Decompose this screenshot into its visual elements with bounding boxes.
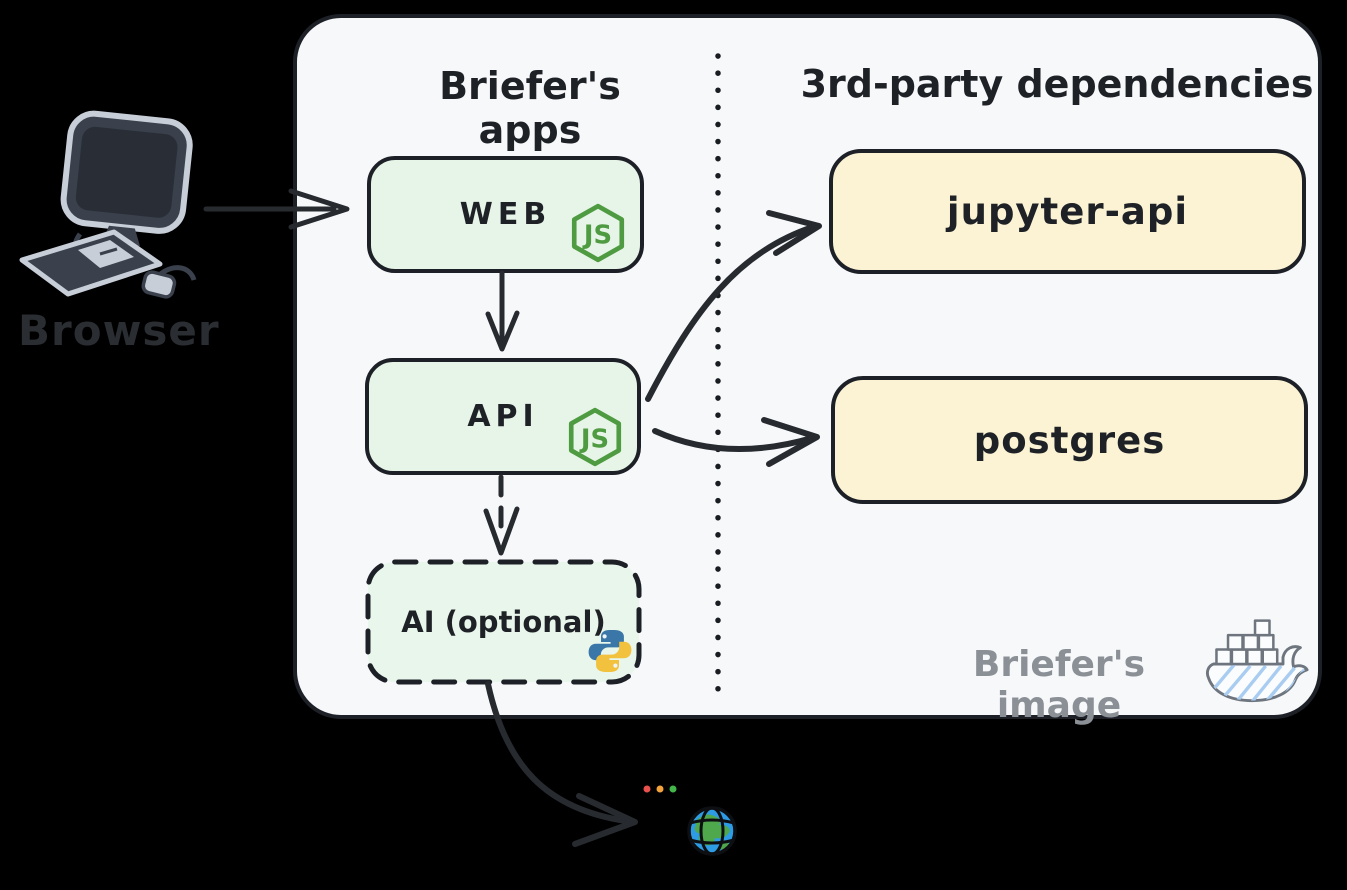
dotted-separator bbox=[715, 53, 721, 705]
node-web: WEB JS bbox=[367, 156, 644, 273]
node-ai-label: AI (optional) bbox=[401, 605, 606, 639]
dot-green bbox=[669, 785, 677, 793]
node-jupyter-api-label: jupyter-api bbox=[946, 190, 1189, 233]
dot-orange bbox=[656, 785, 664, 793]
node-jupyter-api: jupyter-api bbox=[829, 149, 1306, 274]
node-ai: AI (optional) bbox=[365, 559, 642, 685]
nodejs-icon: JS bbox=[568, 407, 622, 467]
svg-text:JS: JS bbox=[579, 424, 609, 454]
nodejs-icon: JS bbox=[571, 203, 625, 263]
node-web-label: WEB bbox=[459, 197, 552, 232]
image-caption: Briefer's image bbox=[972, 644, 1146, 726]
node-postgres: postgres bbox=[831, 376, 1308, 504]
node-api-label: API bbox=[467, 399, 539, 434]
docker-whale-icon bbox=[1205, 619, 1309, 703]
computer-icon bbox=[19, 110, 197, 299]
python-icon bbox=[588, 630, 632, 672]
traffic-dots bbox=[643, 785, 677, 793]
svg-text:JS: JS bbox=[582, 220, 612, 250]
node-postgres-label: postgres bbox=[973, 418, 1166, 462]
dot-red bbox=[643, 785, 651, 793]
briefer-image-container: Briefer's apps 3rd-party dependencies WE… bbox=[293, 14, 1322, 726]
node-api: API JS bbox=[365, 358, 641, 475]
right-section-title: 3rd-party dependencies bbox=[800, 62, 1314, 106]
left-section-title: Briefer's apps bbox=[439, 64, 621, 152]
globe-icon bbox=[687, 806, 737, 856]
browser-label: Browser bbox=[18, 306, 220, 355]
